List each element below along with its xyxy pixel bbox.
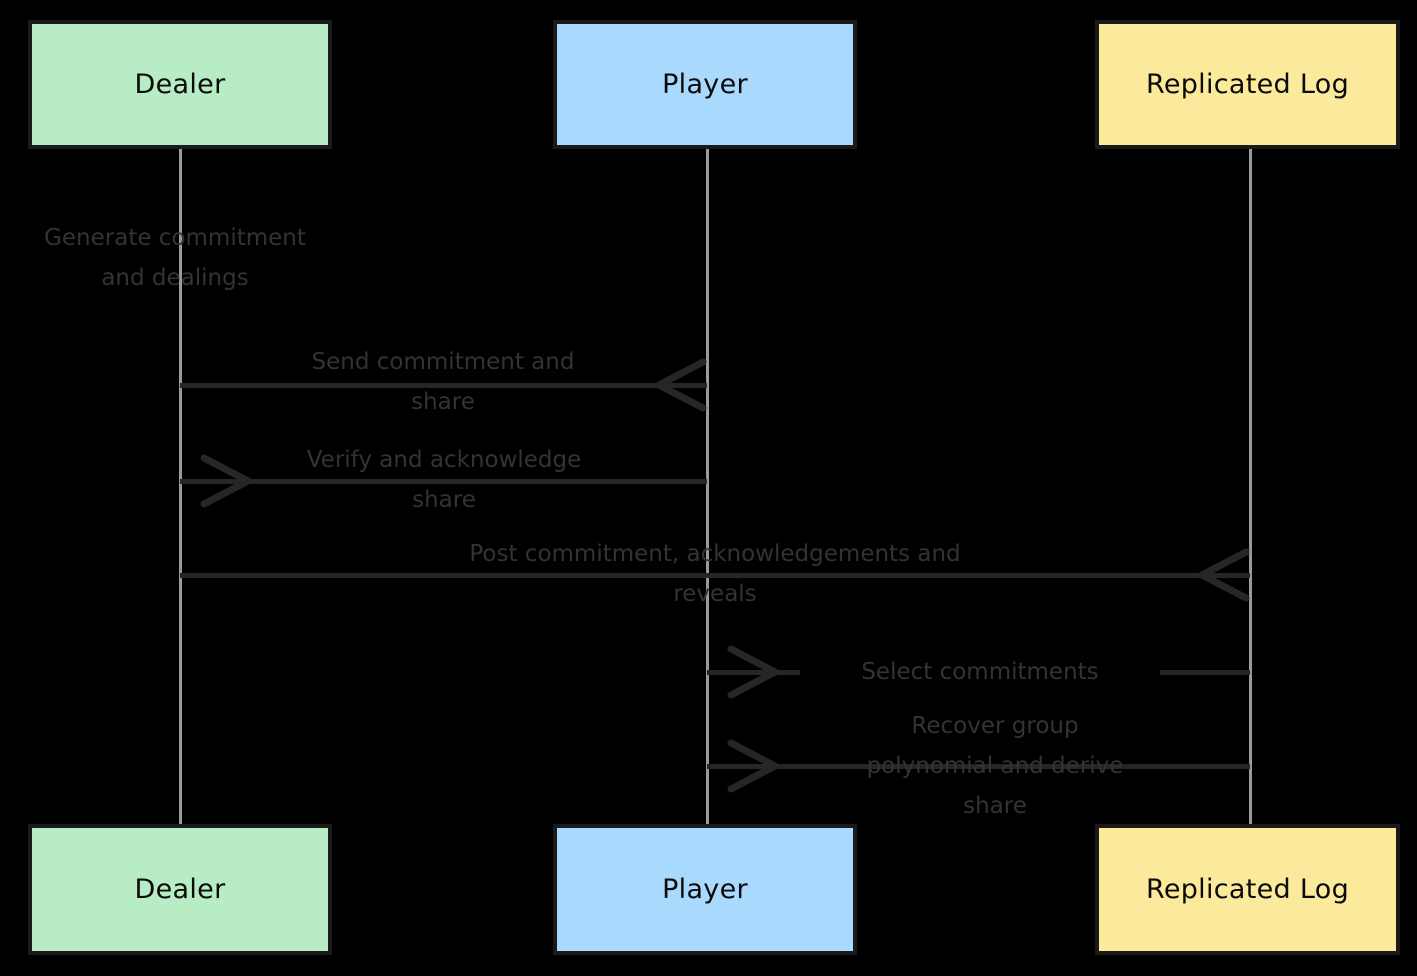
lifeline-replicated-log	[1249, 149, 1252, 825]
message-1-label: Send commitment and share	[311, 349, 575, 415]
actor-box-replicated-log-bottom[interactable]: Replicated Log	[1095, 824, 1400, 955]
actor-label-replicated-log-bottom: Replicated Log	[1145, 874, 1350, 905]
message-1-line	[180, 383, 707, 388]
message-3-line	[180, 573, 1250, 578]
actor-label-player-bottom: Player	[662, 874, 748, 905]
message-2-label: Verify and acknowledge share	[306, 447, 582, 513]
note-generate-commitment: Generate commitment and dealings	[44, 225, 306, 291]
message-3-label: Post commitment, acknowledgements and re…	[469, 541, 961, 607]
message-5-line	[707, 764, 1250, 769]
lifeline-player	[706, 149, 709, 825]
lifeline-dealer	[179, 149, 182, 825]
actor-box-player-top[interactable]: Player	[553, 20, 857, 149]
actor-label-replicated-log-top: Replicated Log	[1145, 69, 1350, 100]
actor-box-dealer-bottom[interactable]: Dealer	[28, 824, 332, 955]
actor-box-dealer-top[interactable]: Dealer	[28, 20, 332, 149]
actor-label-player-top: Player	[662, 69, 748, 100]
actor-label-dealer-bottom: Dealer	[134, 874, 226, 905]
actor-label-dealer-top: Dealer	[134, 69, 226, 100]
message-2-line	[180, 479, 707, 484]
actor-box-player-bottom[interactable]: Player	[553, 824, 857, 955]
message-4-label: Select commitments	[800, 652, 1160, 692]
message-5-label: Recover group polynomial and derive shar…	[866, 713, 1124, 819]
actor-box-replicated-log-top[interactable]: Replicated Log	[1095, 20, 1400, 149]
